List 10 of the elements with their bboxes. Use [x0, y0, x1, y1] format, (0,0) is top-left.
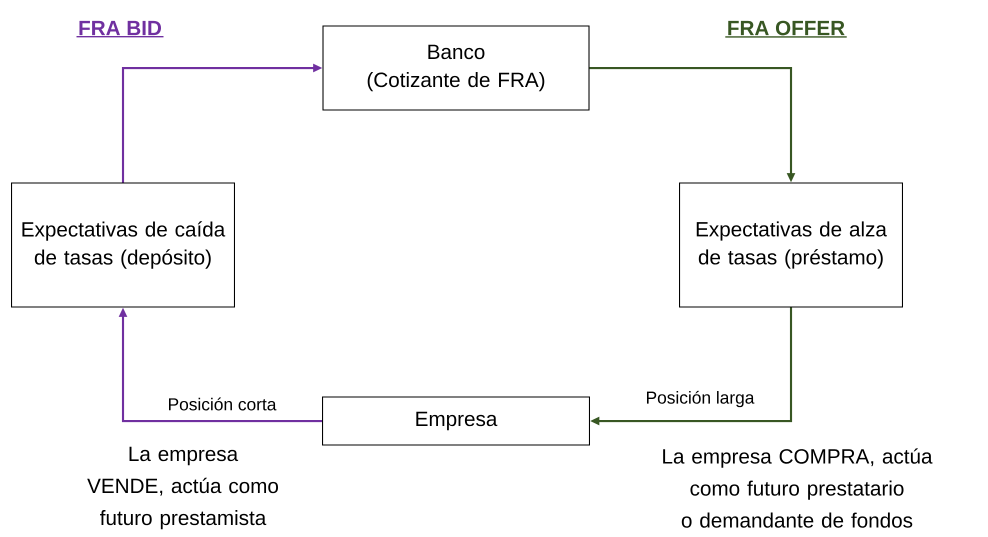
heading: FRA BID [76, 20, 164, 38]
edge-label: Posición corta [166, 396, 278, 412]
process-box: Empresa [322, 396, 590, 446]
process-box: Banco (Cotizante de FRA) [322, 25, 590, 111]
process-box: Expectativas de alza de tasas (préstamo) [679, 182, 903, 308]
note-text: La empresa VENDE, actúa como futuro prestamista [87, 446, 278, 530]
process-box: Expectativas de caída de tasas (depósito) [11, 182, 235, 308]
note-text: La empresa COMPRA, actúa como futuro prestatario o demandante de fondos [663, 448, 932, 528]
heading: FRA OFFER [725, 20, 847, 38]
edge-label: Posición larga [644, 390, 756, 409]
